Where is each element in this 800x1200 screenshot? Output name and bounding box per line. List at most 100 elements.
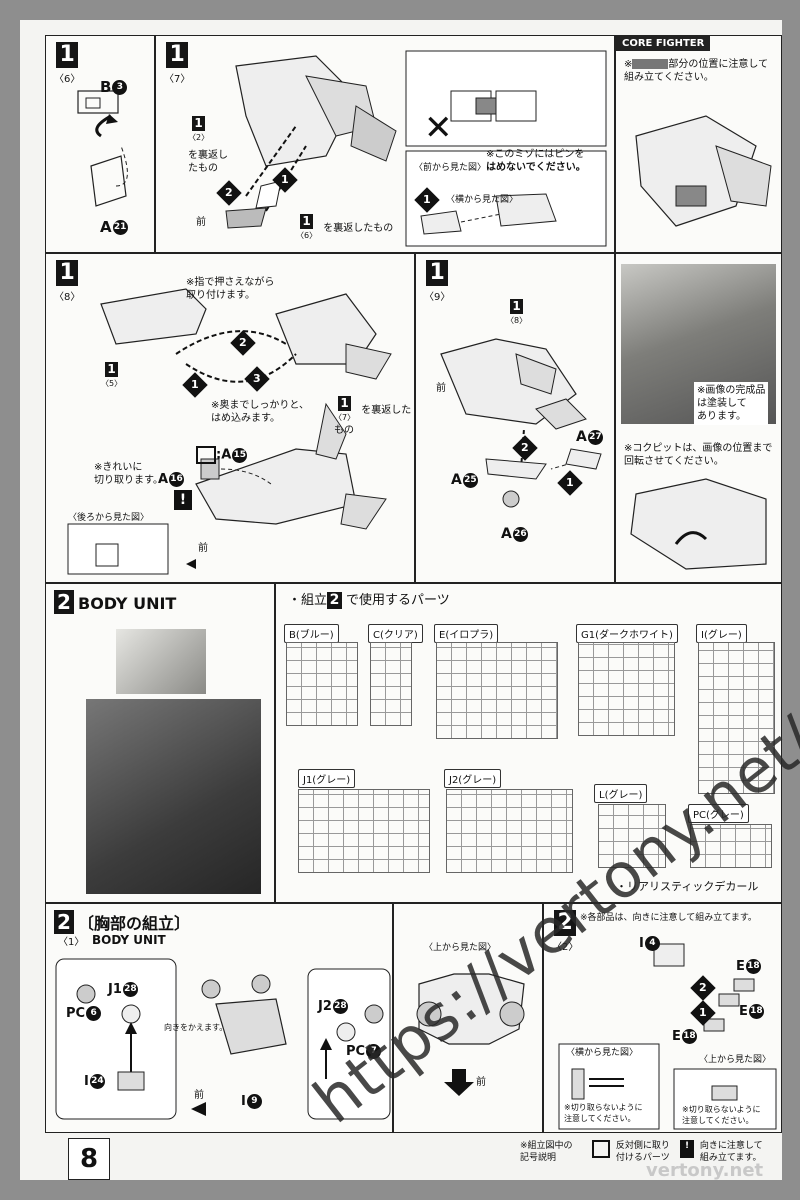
chest-top-view-panel: 〈上から見た図〉 前 xyxy=(393,903,543,1133)
orientation-note: ※各部品は、向きに注意して組み立てます。 xyxy=(580,913,757,923)
runner-l-label: L(グレー) xyxy=(594,784,648,803)
runner-e xyxy=(436,642,558,739)
step-drawing xyxy=(558,943,777,1130)
decal-label: ・リアリスティックデカール xyxy=(616,880,759,893)
step-1-8-panel: 1 〈8〉 ※指で押さえながら 取り付けます。 1〈5〉 1 2 3 xyxy=(45,253,415,583)
runner-j2 xyxy=(446,789,573,873)
groove-note: ※このミゾにはピンを はめないでください。 xyxy=(486,149,586,173)
runner-l xyxy=(598,804,666,868)
step-1-7b-panel: CORE FIGHTER ※部分の位置に注意して 組み立てください。 xyxy=(615,35,782,253)
front-label: 前 xyxy=(194,1090,204,1101)
flip-icon xyxy=(592,1140,610,1158)
runner-j1-label: J1(グレー) xyxy=(298,769,356,788)
caution-note-1: ※切り取らないように 注意してください。 xyxy=(564,1103,643,1123)
cockpit-note: ※コクピットは、画像の位置まで 回転させてください。 xyxy=(624,443,773,467)
completed-drawing xyxy=(635,115,772,227)
top-view-label: 〈上から見た図〉 xyxy=(424,943,497,953)
painted-note: ※画像の完成品 は塗装して あります。 xyxy=(694,382,769,425)
side-view-label: 〈横から見た図〉 xyxy=(446,195,519,205)
ref-step-2: 1〈2〉 xyxy=(188,116,210,142)
ref-step-6: 1〈6〉 を裏返したもの xyxy=(296,214,394,240)
runner-g1 xyxy=(578,642,675,736)
runner-i xyxy=(698,642,775,794)
chest-title: 2〔胸部の組立〕 xyxy=(54,910,190,934)
front-view-label: 〈前から見た図〉 xyxy=(414,163,487,173)
ref-step-7: 1〈7〉 を裏返したもの xyxy=(334,396,412,436)
runner-g1-label: G1(ダークホワイト) xyxy=(576,624,678,643)
cut-note: ※きれいに 切り取ります。 xyxy=(94,462,163,486)
x-mark: ✕ xyxy=(424,108,453,148)
runner-j2-label: J2(グレー) xyxy=(444,769,502,788)
step-1-7-panel: 1 〈7〉 1〈2〉 を裏返したもの 1 2 前 1〈6〉 を裏 xyxy=(155,35,615,253)
finger-note: ※指で押さえながら 取り付けます。 xyxy=(186,277,275,301)
runner-pc xyxy=(690,824,772,868)
top-view-drawing xyxy=(416,973,525,1096)
turn-note: 向きをかえます。 xyxy=(164,1023,228,1032)
position-note: ※部分の位置に注意して 組み立てください。 xyxy=(624,59,769,83)
flip-icon xyxy=(196,446,216,464)
caution-note-2: ※切り取らないように 注意してください。 xyxy=(682,1105,761,1125)
runner-j1 xyxy=(298,789,430,873)
exclaim-icon: ! xyxy=(680,1140,694,1158)
runner-e-label: E(イロプラ) xyxy=(434,624,499,643)
flipped-note: を裏返したもの xyxy=(188,150,228,174)
step-number: 1 〈6〉 xyxy=(54,42,81,85)
step-1-9-photo-panel: ※画像の完成品 は塗装して あります。 ※コクピットは、画像の位置まで 回転させ… xyxy=(615,253,782,583)
front-label: 前 xyxy=(196,217,206,228)
body-photo xyxy=(86,699,261,894)
ref-step-8: 1〈8〉 xyxy=(506,299,528,325)
runner-c-label: C(クリア) xyxy=(368,624,423,643)
section-header: CORE FIGHTER xyxy=(616,36,711,51)
front-label: 前 xyxy=(198,543,208,554)
page-number: 8 xyxy=(68,1138,110,1180)
chest-subtitle: BODY UNIT xyxy=(92,933,166,947)
runner-b-label: B(ブルー) xyxy=(284,624,339,643)
step-number: 1 〈7〉 xyxy=(164,42,191,85)
watermark-small: vertony.net xyxy=(646,1160,764,1181)
top-view-label: 〈上から見た図〉 xyxy=(699,1055,772,1065)
runner-i-label: I(グレー) xyxy=(696,624,747,643)
rear-view-label: 〈後ろから見た図〉 xyxy=(68,513,150,523)
step-number: 1 〈8〉 xyxy=(54,260,81,303)
legend-flip: 反対側に取り 付けるパーツ xyxy=(592,1140,670,1164)
legend-symbols: ※組立図中の 記号説明 xyxy=(520,1141,573,1163)
front-label: 前 xyxy=(476,1077,486,1088)
assembly-drawing xyxy=(67,288,392,575)
ref-step-5: 1〈5〉 xyxy=(101,362,123,388)
runner-b xyxy=(286,642,358,726)
chest-drawing xyxy=(55,958,391,1120)
head-photo xyxy=(116,629,206,694)
step-number: 2 〈2〉 xyxy=(552,910,579,953)
chest-sub: 〈1〉 xyxy=(58,937,85,948)
part-drawing xyxy=(77,90,128,207)
cockpit-drawing xyxy=(630,478,767,570)
assembly-drawing xyxy=(440,338,602,508)
legend-orientation: ! 向きに注意して 組み立てます。 xyxy=(680,1140,763,1164)
assembly-drawing xyxy=(225,50,607,247)
